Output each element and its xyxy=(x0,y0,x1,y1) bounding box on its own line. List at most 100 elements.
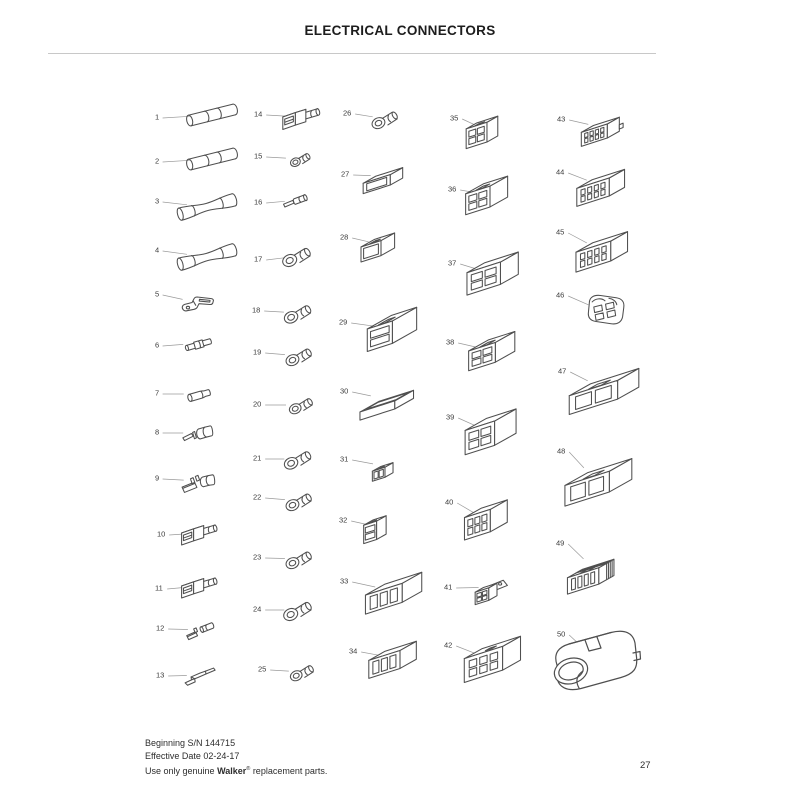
item-number: 39 xyxy=(446,412,455,422)
leader-line xyxy=(568,172,587,181)
leader-line xyxy=(264,310,284,313)
leader-line xyxy=(570,371,588,382)
leader-line xyxy=(456,587,479,589)
item-number: 47 xyxy=(558,366,567,376)
item-number: 2 xyxy=(155,156,160,166)
ring-terminal-icon xyxy=(285,551,312,570)
insulated-disconnect-icon xyxy=(282,108,321,131)
leader-line xyxy=(162,159,190,163)
brand-name: Walker xyxy=(217,766,247,776)
weatherpack-connector-icon xyxy=(566,558,615,595)
item-number: 31 xyxy=(340,454,349,464)
item-number: 15 xyxy=(254,151,263,161)
item-number: 49 xyxy=(556,538,565,548)
female-spade-open-icon xyxy=(181,474,216,493)
housing-shell-6-icon xyxy=(463,499,508,541)
insulated-disconnect-icon xyxy=(181,577,218,599)
leader-line xyxy=(352,581,376,588)
leader-line xyxy=(352,459,374,465)
leader-line xyxy=(162,294,183,300)
ring-terminal-icon xyxy=(283,601,312,622)
leader-line xyxy=(458,417,477,427)
ring-terminal-icon xyxy=(283,451,312,470)
item-number: 27 xyxy=(341,169,350,179)
item-number: 18 xyxy=(252,305,261,315)
item-number: 42 xyxy=(444,640,453,650)
item-number: 22 xyxy=(253,492,262,502)
butt-connector-long-icon xyxy=(176,193,238,221)
housing-2-icon xyxy=(371,462,394,482)
leader-line xyxy=(265,497,285,500)
leader-line xyxy=(355,113,373,118)
item-number: 8 xyxy=(155,427,160,437)
leader-line xyxy=(162,250,188,255)
item-number: 33 xyxy=(340,576,349,586)
item-number: 24 xyxy=(253,604,262,614)
male-spade-open-icon xyxy=(182,425,214,442)
leader-line xyxy=(266,156,286,159)
housing-8-flange-icon xyxy=(580,116,624,147)
leader-line xyxy=(162,478,184,481)
housing-long-icon xyxy=(568,367,640,416)
footer: Beginning S/N 144715 Effective Date 02-2… xyxy=(145,737,327,778)
item-number: 4 xyxy=(155,245,160,255)
item-number: 20 xyxy=(253,399,262,409)
housing-4-plug-icon xyxy=(468,330,516,372)
item-number: 34 xyxy=(349,646,358,656)
housing-4-wide-icon xyxy=(466,251,519,296)
leader-line xyxy=(361,651,380,656)
housing-long-2-icon xyxy=(564,458,633,507)
leader-line xyxy=(266,114,286,117)
leader-line xyxy=(569,119,589,125)
leader-line xyxy=(162,201,188,206)
leader-line xyxy=(456,645,477,655)
housing-2-inline-icon xyxy=(366,306,418,352)
bullet-terminal-icon xyxy=(184,338,212,352)
item-number: 16 xyxy=(254,197,263,207)
item-number: 9 xyxy=(155,473,160,483)
item-number: 19 xyxy=(253,347,262,357)
housing-2-vertical-icon xyxy=(363,515,387,545)
leader-line xyxy=(352,391,371,397)
page-title: ELECTRICAL CONNECTORS xyxy=(304,23,496,38)
item-number: 17 xyxy=(254,254,263,264)
ring-terminal-icon xyxy=(283,305,312,324)
item-number: 26 xyxy=(343,108,352,118)
footer-note: Use only genuine Walker® replacement par… xyxy=(145,766,328,776)
item-number: 28 xyxy=(340,232,349,242)
ring-terminal-icon xyxy=(288,398,313,415)
item-number: 1 xyxy=(155,112,160,122)
item-number: 44 xyxy=(556,167,565,177)
housing-3-step-icon xyxy=(364,571,423,615)
leader-line xyxy=(168,675,187,677)
housing-round-4-icon xyxy=(587,294,625,325)
housing-1-latch-icon xyxy=(360,232,396,263)
item-number: 50 xyxy=(557,629,566,639)
insulated-disconnect-icon xyxy=(181,524,218,546)
leader-line xyxy=(351,322,376,327)
housing-4-latch-icon xyxy=(465,175,509,216)
item-number: 25 xyxy=(258,664,267,674)
ring-terminal-icon xyxy=(371,111,398,130)
item-number: 37 xyxy=(448,258,457,268)
item-number: 5 xyxy=(155,289,160,299)
ring-terminal-icon xyxy=(285,348,312,367)
leader-line xyxy=(568,451,585,469)
item-number: 30 xyxy=(340,386,349,396)
item-number: 13 xyxy=(156,670,165,680)
item-number: 12 xyxy=(156,623,165,633)
butt-connector-icon xyxy=(186,147,238,171)
footer-serial: Beginning S/N 144715 xyxy=(145,738,236,748)
housing-shell-3-icon xyxy=(464,408,517,456)
leader-line xyxy=(266,200,285,204)
item-number: 36 xyxy=(448,184,457,194)
item-number: 11 xyxy=(155,583,163,593)
leader-line xyxy=(458,342,478,348)
leader-line xyxy=(567,543,584,560)
leader-line xyxy=(568,232,587,244)
item-number: 7 xyxy=(155,388,160,398)
